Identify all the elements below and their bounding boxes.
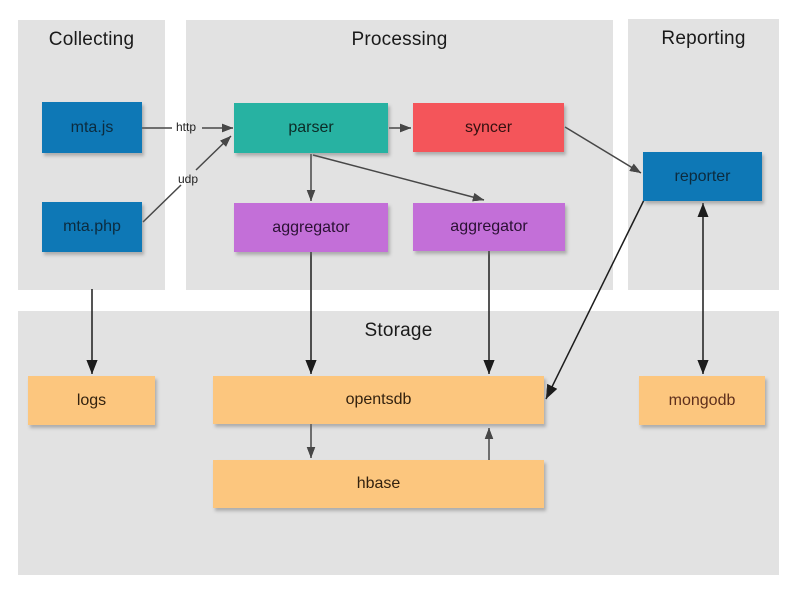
node-logs: logs <box>28 376 155 425</box>
udp-label: udp <box>177 172 199 186</box>
node-syncer: syncer <box>413 103 564 152</box>
node-label-syncer: syncer <box>464 118 513 136</box>
node-mta-php: mta.php <box>42 202 142 252</box>
node-label-reporter: reporter <box>674 167 731 185</box>
node-label-aggregator-2: aggregator <box>450 218 528 235</box>
node-label-mta-js: mta.js <box>70 118 114 136</box>
node-label-aggregator-1: aggregator <box>272 218 350 236</box>
section-title-collecting: Collecting <box>48 29 135 50</box>
section-storage: Storage <box>18 311 779 575</box>
section-title-processing: Processing <box>351 29 448 50</box>
node-mta-js: mta.js <box>42 102 142 153</box>
node-label-mongodb: mongodb <box>668 391 736 409</box>
node-hbase: hbase <box>213 460 544 508</box>
http-label: http <box>175 120 197 134</box>
node-label-mta-php: mta.php <box>63 218 121 235</box>
node-label-logs: logs <box>76 391 107 409</box>
node-parser: parser <box>234 103 388 153</box>
node-reporter: reporter <box>643 152 762 201</box>
node-label-opentsdb: opentsdb <box>345 391 412 408</box>
node-label-parser: parser <box>288 119 334 136</box>
node-label-hbase: hbase <box>356 475 401 492</box>
node-opentsdb: opentsdb <box>213 376 544 424</box>
node-mongodb: mongodb <box>639 376 765 425</box>
section-title-storage: Storage <box>364 320 433 341</box>
node-aggregator-2: aggregator <box>413 203 565 251</box>
node-aggregator-1: aggregator <box>234 203 388 252</box>
section-title-reporting: Reporting <box>661 28 746 49</box>
